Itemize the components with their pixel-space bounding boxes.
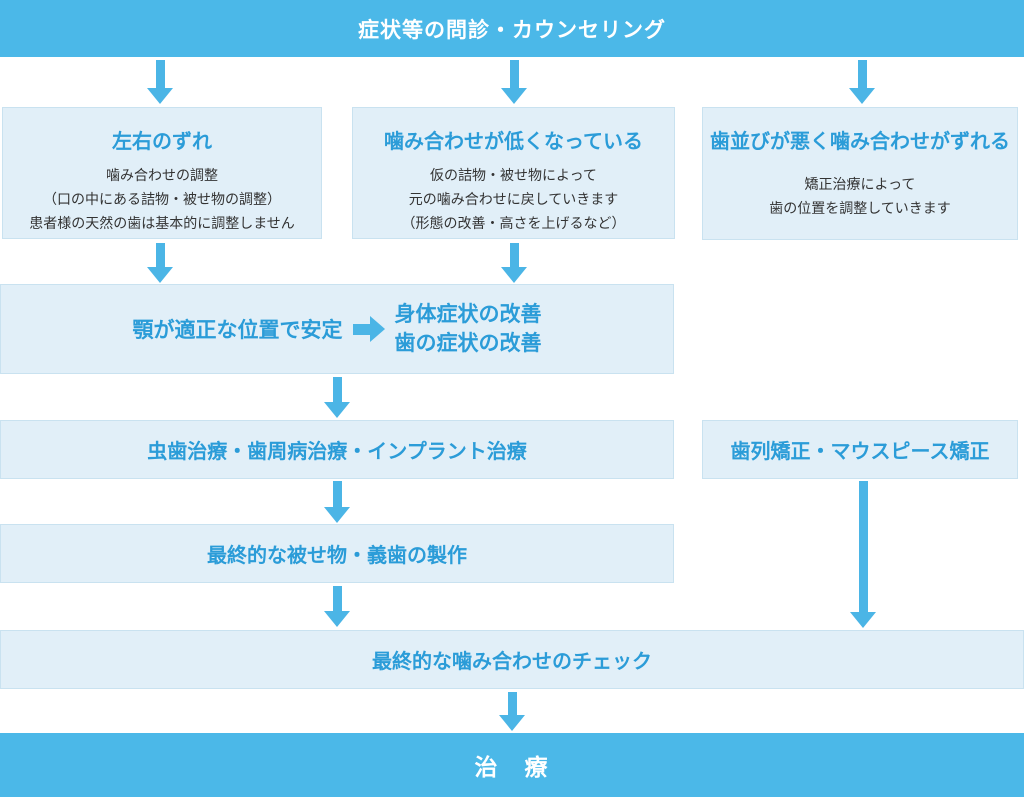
body-line: 患者様の天然の歯は基本的に調整しません xyxy=(29,215,295,231)
box-body: 矯正治療によって 歯の位置を調整していきます xyxy=(703,172,1017,220)
arrow-head xyxy=(850,612,876,628)
arrow-stem xyxy=(857,60,867,88)
body-line: 歯の位置を調整していきます xyxy=(769,200,951,216)
improvement-lines: 身体症状の改善 歯の症状の改善 xyxy=(395,300,542,358)
arrow-stem xyxy=(507,692,517,715)
box-body: 噛み合わせの調整 （口の中にある詰物・被せ物の調整） 患者様の天然の歯は基本的に… xyxy=(3,163,321,235)
down-arrow-icon xyxy=(849,60,875,104)
down-arrow-icon xyxy=(501,60,527,104)
footer-title: 治 療 xyxy=(474,754,550,780)
arrow-head xyxy=(324,402,350,418)
orthodontics-label: 歯列矯正・マウスピース矯正 xyxy=(730,441,990,463)
arrow-stem xyxy=(858,481,868,612)
arrow-stem xyxy=(352,323,370,335)
arrow-head xyxy=(324,611,350,627)
arrow-head xyxy=(499,715,525,731)
cause-box-misaligned-teeth: 歯並びが悪く噛み合わせがずれる 矯正治療によって 歯の位置を調整していきます xyxy=(702,107,1018,240)
final-check-label: 最終的な噛み合わせのチェック xyxy=(372,651,652,673)
down-arrow-icon xyxy=(850,481,876,628)
jaw-stability-box: 顎が適正な位置で安定 身体症状の改善 歯の症状の改善 xyxy=(0,284,674,374)
prosthesis-box: 最終的な被せ物・義歯の製作 xyxy=(0,524,674,583)
down-arrow-icon xyxy=(324,377,350,418)
down-arrow-icon xyxy=(147,243,173,283)
arrow-stem xyxy=(332,481,342,507)
treatment-label: 虫歯治療・歯周病治療・インプラント治療 xyxy=(147,441,527,463)
down-arrow-icon xyxy=(324,586,350,627)
arrow-stem xyxy=(155,60,165,88)
arrow-stem xyxy=(509,243,519,267)
final-check-box: 最終的な噛み合わせのチェック xyxy=(0,630,1024,689)
arrow-head xyxy=(324,507,350,523)
box-title: 噛み合わせが低くなっている xyxy=(384,131,643,153)
body-line: （口の中にある詰物・被せ物の調整） xyxy=(43,191,281,207)
arrow-head xyxy=(369,316,385,342)
arrow-head xyxy=(147,88,173,104)
down-arrow-icon xyxy=(147,60,173,104)
arrow-stem xyxy=(332,586,342,611)
arrow-head xyxy=(849,88,875,104)
body-line: 仮の詰物・被せ物によって xyxy=(430,167,597,183)
body-line: 矯正治療によって xyxy=(804,176,916,192)
arrow-head xyxy=(501,88,527,104)
stability-label: 顎が適正な位置で安定 xyxy=(132,319,343,342)
orthodontics-box: 歯列矯正・マウスピース矯正 xyxy=(702,420,1018,479)
arrow-head xyxy=(147,267,173,283)
arrow-head xyxy=(501,267,527,283)
box-title: 左右のずれ xyxy=(112,131,212,153)
treatment-box: 虫歯治療・歯周病治療・インプラント治療 xyxy=(0,420,674,479)
improvement-line: 歯の症状の改善 xyxy=(394,332,542,355)
body-line: （形態の改善・高さを上げるなど） xyxy=(401,215,626,231)
right-arrow-icon xyxy=(352,316,385,342)
prosthesis-label: 最終的な被せ物・義歯の製作 xyxy=(207,545,467,567)
header-title: 症状等の問診・カウンセリング xyxy=(358,18,666,42)
body-line: 噛み合わせの調整 xyxy=(106,167,218,183)
cause-box-low-bite: 噛み合わせが低くなっている 仮の詰物・被せ物によって 元の噛み合わせに戻していき… xyxy=(352,107,675,239)
header-banner: 症状等の問診・カウンセリング xyxy=(0,0,1024,57)
cause-box-lateral-shift: 左右のずれ 噛み合わせの調整 （口の中にある詰物・被せ物の調整） 患者様の天然の… xyxy=(2,107,322,239)
improvement-line: 身体症状の改善 xyxy=(394,303,542,326)
footer-banner: 治 療 xyxy=(0,733,1024,797)
body-line: 元の噛み合わせに戻していきます xyxy=(408,191,619,207)
box-body: 仮の詰物・被せ物によって 元の噛み合わせに戻していきます （形態の改善・高さを上… xyxy=(353,163,674,235)
down-arrow-icon xyxy=(499,692,525,731)
down-arrow-icon xyxy=(324,481,350,523)
box-title: 歯並びが悪く噛み合わせがずれる xyxy=(710,131,1010,153)
arrow-stem xyxy=(509,60,519,88)
arrow-stem xyxy=(155,243,165,267)
arrow-stem xyxy=(332,377,342,402)
down-arrow-icon xyxy=(501,243,527,283)
